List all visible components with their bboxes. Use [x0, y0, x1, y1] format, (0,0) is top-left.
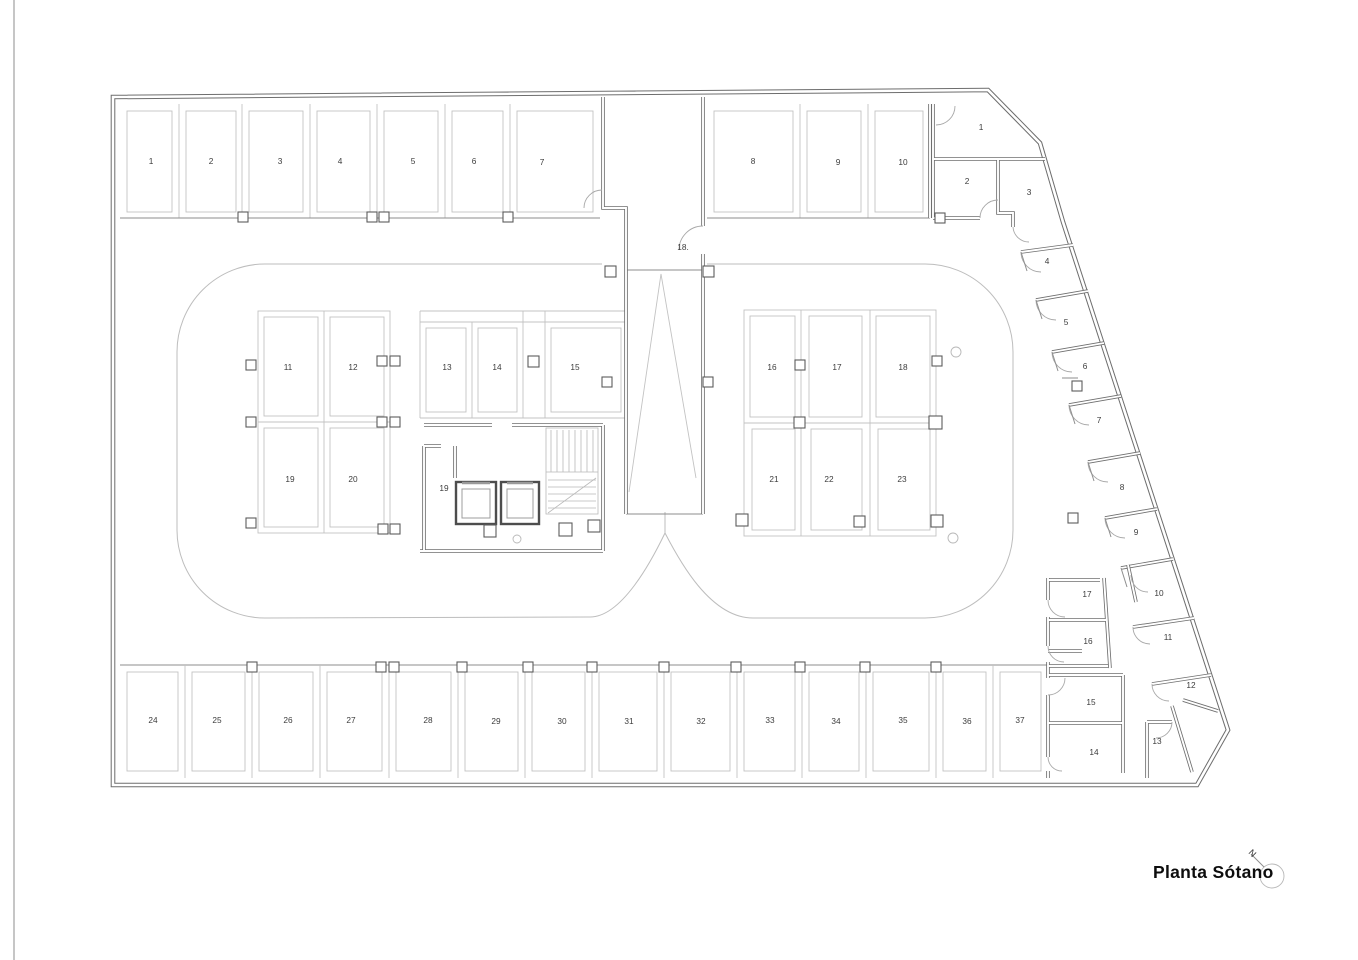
storage-room-label: 17 — [1082, 589, 1092, 599]
elevator-shafts — [454, 480, 541, 526]
parking-space-label: 37 — [1015, 715, 1025, 725]
storage-room-label: 15 — [1086, 697, 1096, 707]
door-arcs — [583, 105, 1173, 772]
storage-room-label: 1 — [979, 122, 984, 132]
parking-space-label: 25 — [212, 715, 222, 725]
parking-space-label: 3 — [278, 156, 283, 166]
parking-space-label: 18 — [898, 362, 908, 372]
plan-title: Planta Sótano — [1153, 862, 1274, 882]
parking-space-label: 28 — [423, 715, 433, 725]
parking-bay-outlines — [120, 104, 1048, 778]
north-circle — [1259, 863, 1285, 889]
parking-space-label: 33 — [765, 715, 775, 725]
parking-space-label: 20 — [348, 474, 358, 484]
storage-room-label: 7 — [1097, 415, 1102, 425]
storage-room-label: 12 — [1186, 680, 1196, 690]
storage-room-label: 10 — [1154, 588, 1164, 598]
storage-room-label: 19 — [439, 483, 449, 493]
parking-space-label: 26 — [283, 715, 293, 725]
storage-room-label: 2 — [965, 176, 970, 186]
parking-space-label: 34 — [831, 716, 841, 726]
building-walls — [113, 90, 1228, 785]
storage-room-label: 14 — [1089, 747, 1099, 757]
column-markers — [237, 211, 1083, 673]
storage-room-label: 11 — [1164, 632, 1173, 642]
storage-room-label: 16 — [1083, 636, 1093, 646]
north-needle — [1250, 853, 1265, 868]
parking-space-label: 29 — [491, 716, 501, 726]
parking-space-label: 24 — [148, 715, 158, 725]
drive-aisle-lines — [176, 263, 1014, 619]
storage-room-label: 6 — [1083, 361, 1088, 371]
storage-room-label: 9 — [1134, 527, 1139, 537]
parking-space-label: 11 — [284, 362, 293, 372]
parking-space-label: 30 — [557, 716, 567, 726]
staircase — [545, 427, 599, 515]
parking-space-label: 9 — [836, 157, 841, 167]
storage-room-label: 5 — [1064, 317, 1069, 327]
parking-space-label: 13 — [442, 362, 452, 372]
parking-space-label: 14 — [492, 362, 502, 372]
parking-space-label: 15 — [570, 362, 580, 372]
storage-room-label: 3 — [1027, 187, 1032, 197]
parking-space-label: 32 — [696, 716, 706, 726]
parking-space-label: 7 — [540, 157, 545, 167]
storage-room-label: 4 — [1045, 256, 1050, 266]
parking-space-label: 5 — [411, 156, 416, 166]
parking-space-label: 31 — [624, 716, 634, 726]
parking-space-label: 16 — [767, 362, 777, 372]
parking-space-label: 1 — [149, 156, 154, 166]
parking-space-label: 36 — [962, 716, 972, 726]
parking-space-label: 21 — [769, 474, 779, 484]
north-letter: N — [1247, 847, 1259, 859]
north-indicator: N — [1247, 847, 1285, 889]
storage-room-label: 18. — [677, 242, 689, 252]
parking-space-label: 17 — [832, 362, 842, 372]
parking-space-label: 19 — [285, 474, 295, 484]
parking-space-label: 10 — [898, 157, 908, 167]
parking-space-label: 23 — [897, 474, 907, 484]
parking-space-label: 12 — [348, 362, 358, 372]
parking-space-label: 4 — [338, 156, 343, 166]
parking-space-label: 6 — [472, 156, 477, 166]
parking-space-label: 22 — [824, 474, 834, 484]
storage-room-label: 13 — [1152, 736, 1162, 746]
parking-space-label: 35 — [898, 715, 908, 725]
parking-space-label: 27 — [346, 715, 356, 725]
ramp-slope-arrow — [628, 273, 697, 493]
storage-room-label: 8 — [1120, 482, 1125, 492]
parking-space-label: 2 — [209, 156, 214, 166]
parking-space-label: 8 — [751, 156, 756, 166]
